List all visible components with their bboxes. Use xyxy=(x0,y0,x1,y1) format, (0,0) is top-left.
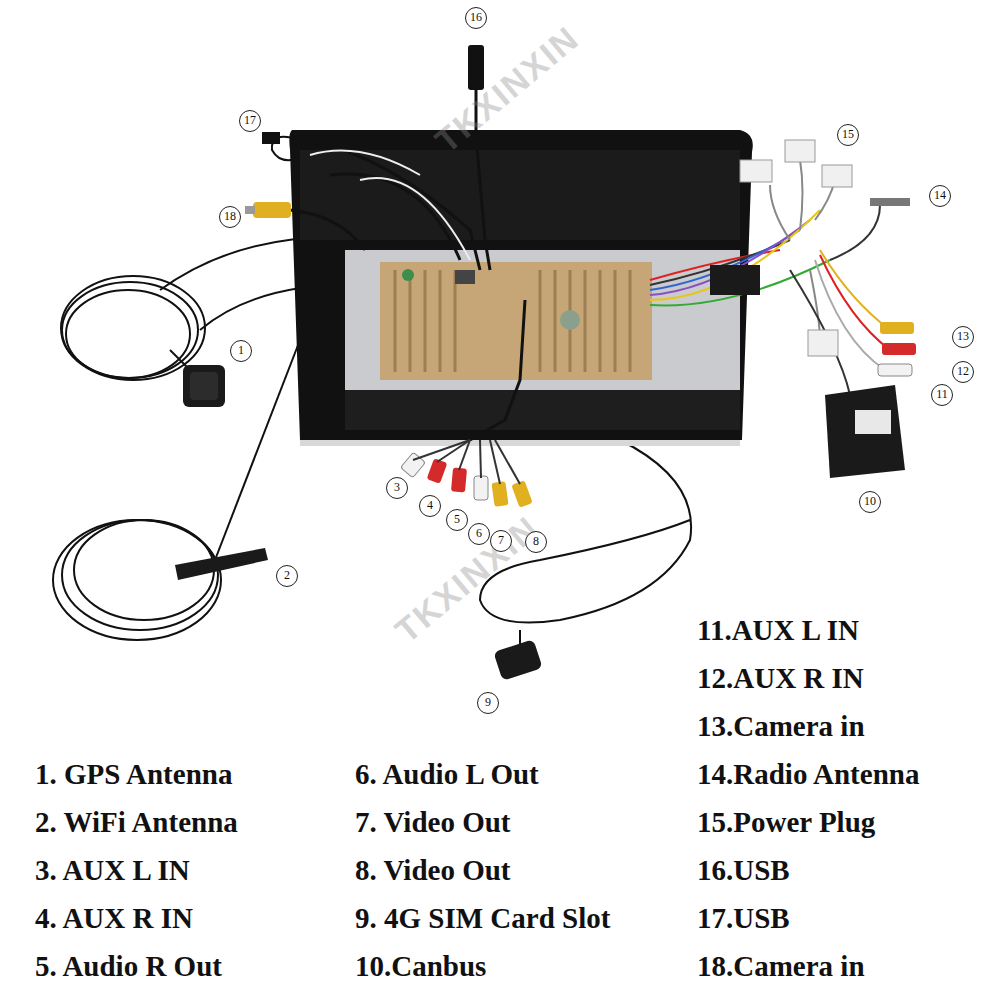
part-legend-item: 17.USB xyxy=(697,901,790,935)
callout-number: 4 xyxy=(419,495,441,517)
part-legend-item: 2. WiFi Antenna xyxy=(35,805,238,839)
callout-number: 10 xyxy=(859,491,881,513)
part-legend-item: 5. Audio R Out xyxy=(35,949,222,983)
callout-number: 8 xyxy=(525,531,547,553)
callout-number: 5 xyxy=(446,509,468,531)
part-legend-item: 9. 4G SIM Card Slot xyxy=(355,901,610,935)
part-legend-item: 7. Video Out xyxy=(355,805,511,839)
callout-number: 1 xyxy=(230,340,252,362)
part-legend-item: 13.Camera in xyxy=(697,709,865,743)
callout-number: 9 xyxy=(477,692,499,714)
callout-number: 16 xyxy=(465,7,487,29)
callout-number: 3 xyxy=(386,477,408,499)
callout-number: 13 xyxy=(952,326,974,348)
callout-number: 18 xyxy=(219,206,241,228)
callout-number: 7 xyxy=(490,530,512,552)
part-legend-item: 11.AUX L IN xyxy=(697,613,859,647)
part-legend-item: 6. Audio L Out xyxy=(355,757,539,791)
part-legend-item: 12.AUX R IN xyxy=(697,661,864,695)
callout-number: 17 xyxy=(239,110,261,132)
callout-number: 15 xyxy=(837,124,859,146)
part-legend-item: 10.Canbus xyxy=(355,949,486,983)
part-legend-item: 15.Power Plug xyxy=(697,805,875,839)
callout-number: 12 xyxy=(952,361,974,383)
part-legend-item: 8. Video Out xyxy=(355,853,511,887)
part-legend-item: 16.USB xyxy=(697,853,790,887)
watermark: TKXINXIN xyxy=(388,508,547,650)
part-legend-item: 1. GPS Antenna xyxy=(35,757,232,791)
part-legend-item: 4. AUX R IN xyxy=(35,901,193,935)
callout-number: 2 xyxy=(276,565,298,587)
part-legend-item: 18.Camera in xyxy=(697,949,865,983)
callout-number: 6 xyxy=(468,523,490,545)
callout-number: 11 xyxy=(931,384,953,406)
callout-number: 14 xyxy=(929,185,951,207)
part-legend-item: 14.Radio Antenna xyxy=(697,757,919,791)
watermark: TKXINXIN xyxy=(428,18,587,160)
part-legend-item: 3. AUX L IN xyxy=(35,853,190,887)
